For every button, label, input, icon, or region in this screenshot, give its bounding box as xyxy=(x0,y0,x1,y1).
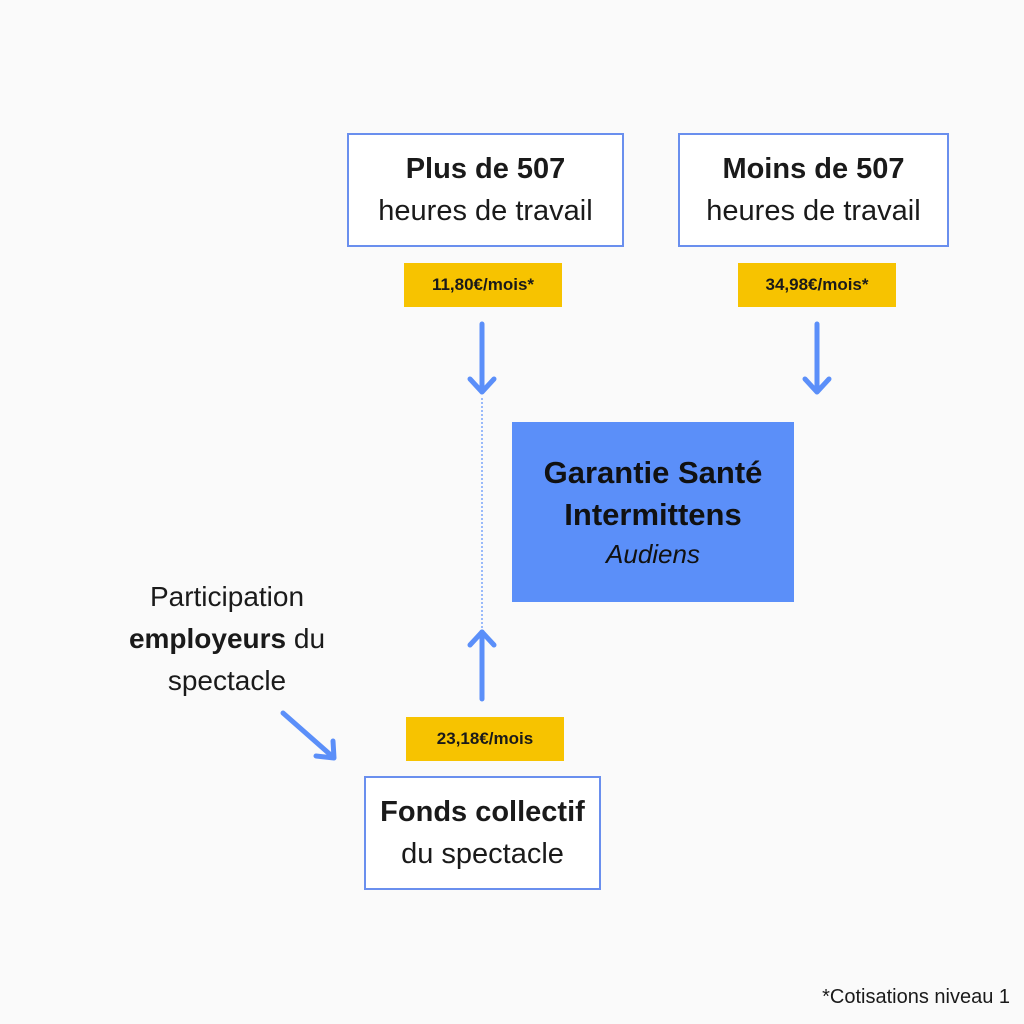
arrow-up-icon xyxy=(467,629,497,702)
fund-title: Fonds collectif xyxy=(380,796,585,828)
fonds-collectif-box: Fonds collectif du spectacle xyxy=(364,776,601,890)
box-more-subtitle: heures de travail xyxy=(378,195,593,227)
box-more-than-507-hours: Plus de 507 heures de travail xyxy=(347,133,624,247)
fund-subtitle: du spectacle xyxy=(401,838,564,870)
box-less-subtitle: heures de travail xyxy=(706,195,921,227)
box-less-title: Moins de 507 xyxy=(722,153,905,185)
side-line3: spectacle xyxy=(167,665,287,696)
price-tag-less: 34,98€/mois* xyxy=(738,263,896,307)
arrow-down-right-icon xyxy=(802,321,832,395)
arrow-diagonal-icon xyxy=(280,710,337,761)
center-title-line1: Garantie Santé xyxy=(543,455,763,490)
box-more-title: Plus de 507 xyxy=(405,153,566,185)
center-title-line2: Intermittens xyxy=(564,497,742,532)
side-line2: employeurs du xyxy=(112,618,342,660)
side-bold-word: employeurs xyxy=(128,623,287,654)
price-tag-more: 11,80€/mois* xyxy=(404,263,562,307)
employer-participation-text: Participation employeurs du spectacle xyxy=(112,576,342,702)
box-less-than-507-hours: Moins de 507 heures de travail xyxy=(678,133,949,247)
arrow-down-left-icon xyxy=(467,321,497,395)
price-tag-fund: 23,18€/mois xyxy=(406,717,564,761)
footnote: *Cotisations niveau 1 xyxy=(822,986,1010,1008)
side-line1: Participation xyxy=(149,581,305,612)
garantie-sante-box: Garantie Santé Intermittens Audiens xyxy=(512,422,794,602)
side-line2-rest: du xyxy=(286,623,326,654)
center-subtitle: Audiens xyxy=(606,539,700,569)
